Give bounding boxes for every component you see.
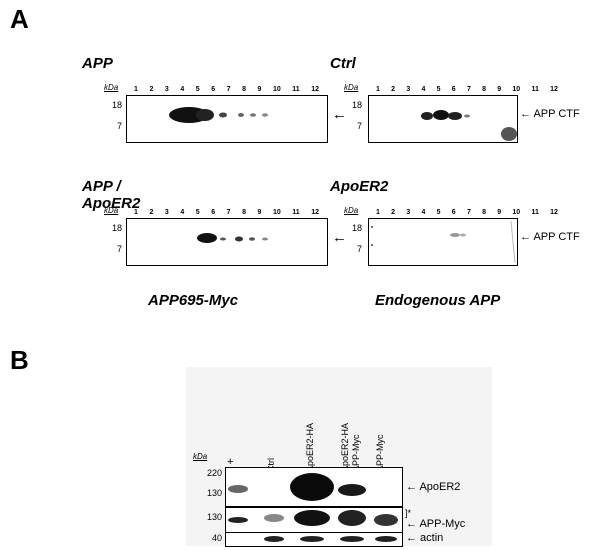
marker-18: 18 xyxy=(351,100,362,110)
panel-a-letter: A xyxy=(10,4,29,34)
band xyxy=(300,536,324,542)
marker-220: 220 xyxy=(206,468,222,478)
marker-18: 18 xyxy=(111,100,122,110)
band xyxy=(228,485,248,493)
marker-130: 130 xyxy=(206,512,222,522)
band xyxy=(338,484,366,496)
lane-label-apoer2-ha-2: ApoER2-HA xyxy=(340,422,350,472)
band xyxy=(421,112,433,120)
band xyxy=(448,112,462,120)
band xyxy=(340,536,364,542)
band-arrow: ← xyxy=(332,106,347,123)
band xyxy=(433,110,449,120)
blot-membrane xyxy=(126,218,328,266)
band xyxy=(220,237,226,241)
marker-7: 7 xyxy=(356,244,362,254)
caption-app695-myc: APP695-Myc xyxy=(148,292,239,309)
band xyxy=(460,233,466,237)
band xyxy=(219,112,227,118)
blot-membrane xyxy=(368,95,518,143)
band-arrow: ← xyxy=(332,229,347,246)
kda-label: kDa xyxy=(344,83,359,92)
marker-7: 7 xyxy=(116,244,122,254)
lane-label-plus: + xyxy=(227,456,234,468)
blot-title: ApoER2 xyxy=(330,178,389,195)
band xyxy=(235,236,243,242)
actin-label: ← actin xyxy=(406,532,444,544)
band xyxy=(196,109,214,121)
blot-title: Ctrl xyxy=(330,55,356,72)
blot-app-myc-row xyxy=(225,507,403,534)
blot-apoer2-row xyxy=(225,467,403,507)
blot-bands xyxy=(228,473,366,501)
app-ctf-label: ← APP CTF xyxy=(520,108,580,120)
band xyxy=(238,113,244,117)
band xyxy=(249,237,255,241)
edge-line xyxy=(510,220,516,264)
blot-bands xyxy=(197,233,268,243)
band xyxy=(264,514,284,522)
band xyxy=(197,233,217,243)
blot-membrane xyxy=(126,95,328,143)
blot-title: APP xyxy=(82,55,113,72)
spot xyxy=(371,226,373,228)
app-myc-label: ← APP-Myc xyxy=(406,518,466,530)
kda-label: kDa xyxy=(104,83,119,92)
band xyxy=(262,237,268,241)
band xyxy=(338,510,366,526)
panel-b-letter: B xyxy=(10,345,29,375)
band xyxy=(464,114,470,118)
marker-130: 130 xyxy=(206,488,222,498)
band xyxy=(450,233,460,237)
marker-18: 18 xyxy=(111,223,122,233)
blot-bands xyxy=(421,110,517,141)
band xyxy=(374,514,398,526)
app-ctf-label: ← APP CTF xyxy=(520,231,580,243)
blot-title: APP / ApoER2 xyxy=(82,178,141,212)
spot xyxy=(371,244,373,246)
band xyxy=(250,113,256,117)
marker-7: 7 xyxy=(116,121,122,131)
bracket-asterisk: ]* xyxy=(405,508,412,518)
apoer2-label: ← ApoER2 xyxy=(406,481,461,493)
blot-bands xyxy=(371,220,516,264)
band xyxy=(290,473,334,501)
band xyxy=(228,517,248,523)
blot-bands xyxy=(228,510,398,526)
kda-label: kDa xyxy=(344,206,359,215)
band xyxy=(294,510,330,526)
blot-actin-row xyxy=(225,532,403,547)
blot-bands xyxy=(264,536,397,542)
marker-7: 7 xyxy=(356,121,362,131)
blot-membrane xyxy=(368,218,518,266)
band xyxy=(264,536,284,542)
band xyxy=(375,536,397,542)
blot-bands xyxy=(169,107,268,123)
lane-label-apoer2-ha: ApoER2-HA xyxy=(305,422,315,472)
marker-18: 18 xyxy=(351,223,362,233)
kda-label: kDa xyxy=(104,206,119,215)
marker-40: 40 xyxy=(211,533,222,543)
band xyxy=(262,113,268,117)
smudge xyxy=(501,127,517,141)
caption-endogenous-app: Endogenous APP xyxy=(375,292,501,309)
kda-label: kDa xyxy=(193,452,208,461)
